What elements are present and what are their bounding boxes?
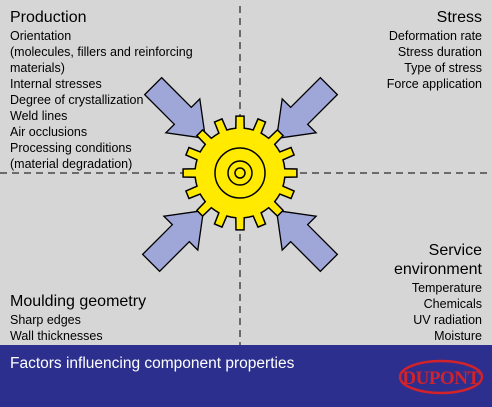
stress-title: Stress (436, 9, 482, 26)
production-factor: (molecules, fillers and reinforcing (10, 45, 193, 59)
service-factor: Moisture (434, 329, 482, 343)
dupont-logo: DUPONT (398, 359, 484, 395)
production-factor: Orientation (10, 29, 72, 43)
stress-factor: Deformation rate (388, 29, 482, 43)
logo-wordmark: DUPONT (402, 368, 480, 389)
diagram-art (0, 6, 492, 345)
arrow-production-icon (143, 76, 207, 140)
gear-icon (182, 115, 298, 231)
arrows-group (141, 76, 339, 273)
production-title: Production (10, 9, 87, 26)
service-title-line1: Service (428, 242, 482, 259)
production-factor: Air occlusions (10, 125, 88, 139)
gear-hub (234, 167, 246, 179)
service-factor: Temperature (411, 281, 482, 295)
moulding-factor: Sharp edges (10, 313, 81, 327)
footer-caption: Factors influencing component properties (10, 355, 295, 372)
service-factor: UV radiation (413, 313, 482, 327)
production-factors: Orientation (molecules, fillers and reinf… (10, 28, 210, 172)
stress-factor: Stress duration (397, 45, 482, 59)
moulding-factor: Wall thicknesses (10, 329, 103, 343)
service-title-line2: environment (393, 261, 482, 278)
production-factor: (material degradation) (10, 157, 133, 171)
production-factor: Internal stresses (10, 77, 102, 91)
service-factor: Chemicals (423, 297, 482, 311)
production-factor: Processing conditions (10, 141, 132, 155)
production-factor: Weld lines (10, 109, 68, 123)
logo-oval (398, 359, 484, 395)
arrow-service-icon (275, 209, 339, 273)
arrow-stress-icon (275, 76, 339, 140)
stress-factor: Force application (386, 77, 482, 91)
diagram-panel: Production Orientation (molecules, filler… (0, 0, 492, 345)
production-factor: materials) (10, 61, 65, 75)
moulding-title: Moulding geometry (10, 293, 147, 310)
production-quadrant: Production Orientation (molecules, filler… (10, 8, 210, 172)
stress-factor: Type of stress (404, 61, 482, 75)
production-factor: Degree of crystallization (10, 93, 144, 107)
arrow-moulding-icon (141, 209, 205, 273)
